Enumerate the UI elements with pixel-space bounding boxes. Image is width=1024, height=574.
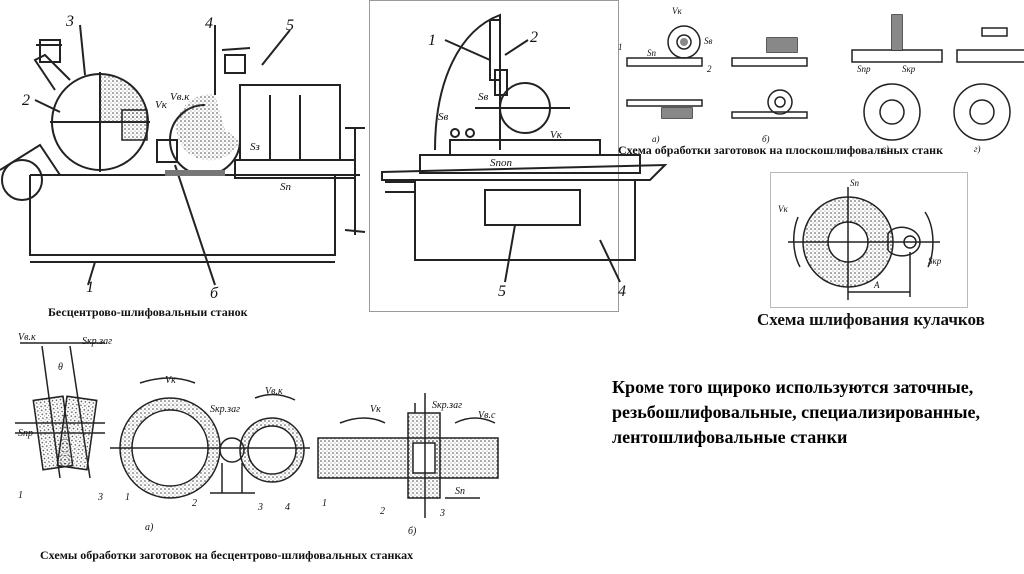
cam-caption: Схема шлифования кулачков — [757, 310, 985, 329]
machine1-label-2: 2 — [22, 92, 30, 109]
centerless-schemes-panel: Vв.к Sкр.заг θ Sпр 1 3 Vк Sкр.заг Vв.к 1… — [0, 328, 520, 574]
surface-label-a: а) — [652, 134, 660, 144]
surface-schemes-panel: Vк Sп Sв Sпр Sкр 1 2 а) б) в) г) Схема о… — [612, 0, 1024, 160]
surface-machine-drawing: 1 2 5 4 Sв Sв Vк Sпоп — [381, 13, 668, 300]
cam-label-vk: Vк — [778, 204, 788, 214]
surface-label-b: б) — [762, 134, 770, 144]
machine1-label-vvk: Vв.к — [170, 91, 190, 103]
machine1-label-sp: Sп — [280, 181, 292, 193]
surface-label-skr: Sкр — [902, 64, 916, 74]
cs-label-1c: 1 — [322, 498, 327, 509]
surface-label-v: в) — [882, 144, 889, 154]
machine1-label-vk: Vк — [155, 99, 168, 111]
machine2-label-vk: Vк — [550, 129, 563, 141]
cs-label-skrzag2: Sкр.заг — [210, 404, 240, 415]
centerless-machine-panel: 3 2 4 5 б 1 Vк Vв.к Sз Sп Бесцентрово-шл… — [0, 0, 370, 325]
cs-label-3c: 3 — [439, 508, 445, 519]
centerless-machine-drawing: 3 2 4 5 б 1 Vк Vв.к Sз Sп — [0, 13, 366, 302]
cs-label-skrzag3: Sкр.заг — [432, 400, 462, 411]
cam-label-skr: Sкр — [928, 256, 942, 266]
surface-schemes-drawing: Vк Sп Sв Sпр Sкр 1 2 а) б) в) г) — [618, 6, 1024, 154]
machine2-label-sv: Sв — [478, 91, 489, 103]
surface-schemes-caption: Схема обработки заготовок на плоскошлифо… — [618, 143, 943, 157]
cs-label-vvk2: Vв.к — [265, 386, 283, 397]
surface-label-sv: Sв — [704, 36, 713, 46]
cam-drawing: Vк Sп Sкр A — [778, 178, 942, 300]
machine1-label-4: 4 — [205, 15, 213, 32]
cs-label-2b: 2 — [192, 498, 197, 509]
machine1-label-1: 1 — [86, 279, 94, 296]
surface-label-2: 2 — [707, 64, 712, 74]
centerless-schemes-drawing: Vв.к Sкр.заг θ Sпр 1 3 Vк Sкр.заг Vв.к 1… — [15, 332, 499, 537]
surface-machine-panel: 1 2 5 4 Sв Sв Vк Sпоп — [370, 0, 670, 312]
surface-label-1: 1 — [618, 42, 623, 52]
cs-label-theta: θ — [58, 362, 63, 373]
machine1-label-5: 5 — [286, 17, 294, 34]
cs-label-4b: 4 — [285, 502, 290, 513]
cs-label-vk2: Vк — [370, 404, 381, 415]
machine2-label-spop: Sпоп — [490, 157, 513, 169]
centerless-machine-caption: Бесцентрово-шлифовальныи станок — [48, 305, 248, 319]
surface-label-sn: Sп — [647, 48, 657, 58]
cs-label-3a: 3 — [97, 492, 103, 503]
machine2-label-5: 5 — [498, 283, 506, 300]
surface-label-vk: Vк — [672, 6, 682, 16]
cs-label-1b: 1 — [125, 492, 130, 503]
cs-label-vvk: Vв.к — [18, 332, 36, 343]
cs-label-vk: Vк — [165, 375, 176, 386]
paragraph-line-1: Кроме того щироко используются заточные, — [612, 377, 974, 397]
paragraph-line-3: лентошлифовальные станки — [612, 427, 848, 447]
cs-label-2c: 2 — [380, 506, 385, 517]
centerless-schemes-caption: Схемы обработки заготовок на бесцентрово… — [40, 548, 414, 562]
machine2-label-4: 4 — [618, 283, 626, 300]
cs-label-skrzag: Sкр.заг — [82, 336, 112, 347]
surface-label-g: г) — [974, 144, 981, 154]
cam-frame — [770, 172, 968, 308]
cam-label-a: A — [873, 280, 880, 290]
cam-label-sn: Sп — [850, 178, 860, 188]
machine1-label-b: б — [210, 285, 219, 302]
machine1-label-3: 3 — [65, 13, 74, 30]
surface-label-spr: Sпр — [857, 64, 871, 74]
cs-label-3b: 3 — [257, 502, 263, 513]
machine2-label-sb: Sв — [438, 111, 449, 123]
machine2-label-1: 1 — [428, 32, 436, 49]
cs-label-a: а) — [145, 522, 154, 533]
machine2-label-2: 2 — [530, 29, 538, 46]
cs-label-1a: 1 — [18, 490, 23, 501]
cs-label-sn: Sп — [455, 486, 465, 497]
cs-label-b: б) — [408, 526, 417, 537]
cs-label-spr: Sпр — [18, 428, 33, 439]
paragraph-line-2: резьбошлифовальные, специализированные, — [612, 402, 980, 422]
cs-label-vvs: Vв.с — [478, 410, 496, 421]
paragraph: Кроме того щироко используются заточные,… — [612, 375, 1017, 450]
cam-panel: Vк Sп Sкр A — [770, 172, 970, 308]
machine1-label-sz: Sз — [250, 141, 260, 153]
